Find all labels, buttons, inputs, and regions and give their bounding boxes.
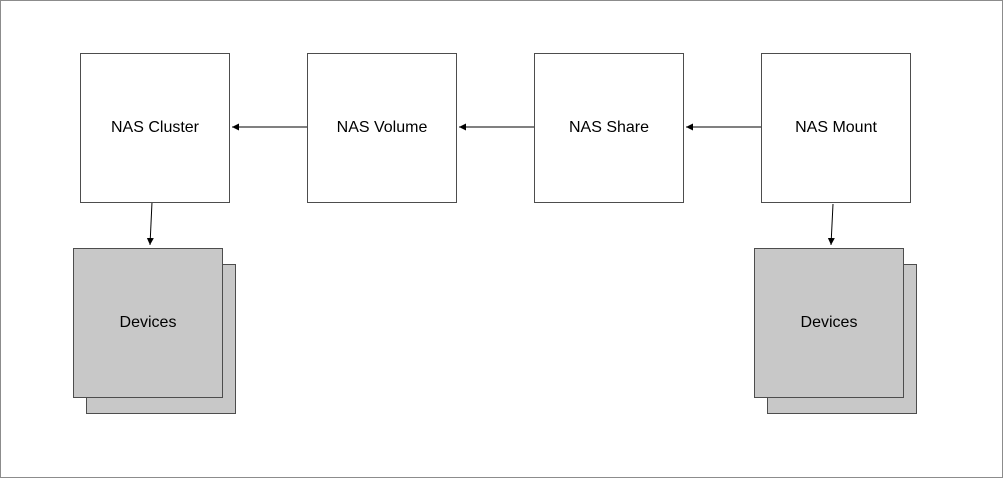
node-nas-cluster[interactable]: NAS Cluster xyxy=(80,53,230,203)
node-nas-mount[interactable]: NAS Mount xyxy=(761,53,911,203)
node-devices-right[interactable]: Devices xyxy=(754,248,904,398)
node-nas-volume-label: NAS Volume xyxy=(336,119,428,136)
node-devices-left[interactable]: Devices xyxy=(73,248,223,398)
node-nas-mount-label: NAS Mount xyxy=(795,119,877,136)
node-devices-right-label: Devices xyxy=(800,314,858,331)
node-devices-left-label: Devices xyxy=(119,314,177,331)
node-nas-share[interactable]: NAS Share xyxy=(534,53,684,203)
node-nas-volume[interactable]: NAS Volume xyxy=(307,53,457,203)
node-nas-cluster-label: NAS Cluster xyxy=(110,119,200,136)
node-nas-share-label: NAS Share xyxy=(568,119,650,136)
